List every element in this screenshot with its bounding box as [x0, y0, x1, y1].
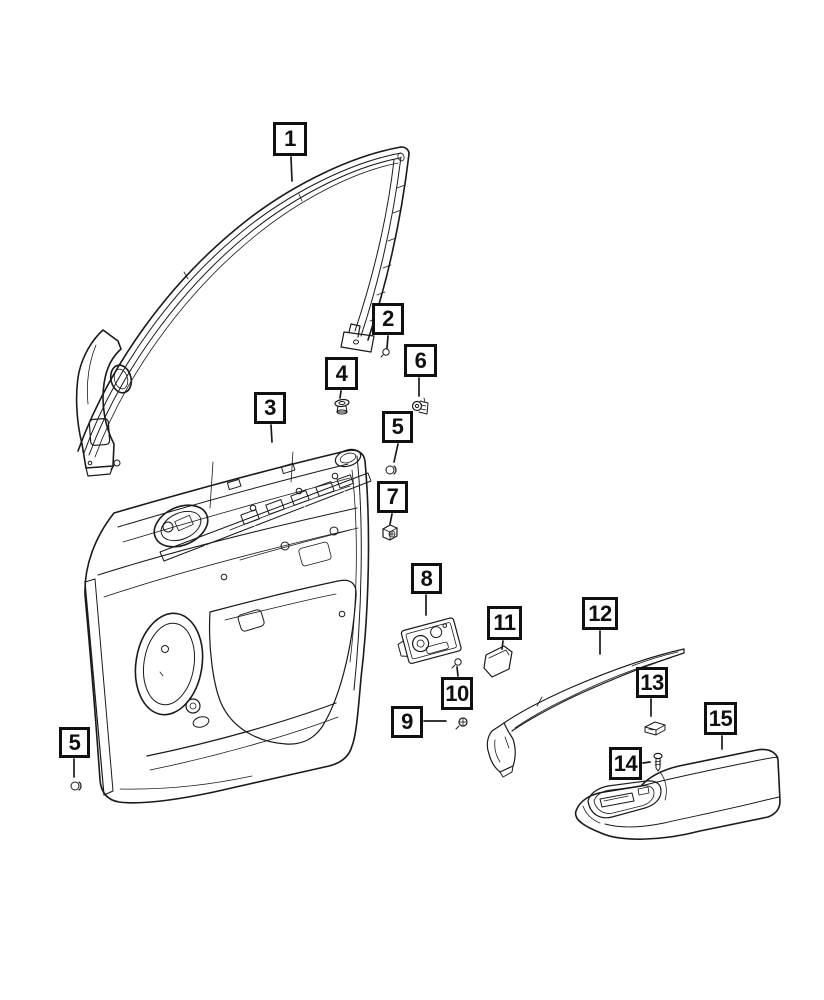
- callout-8-label: 8: [420, 565, 433, 591]
- callout-13-label: 13: [640, 669, 664, 695]
- callout-8[interactable]: 8: [411, 563, 442, 594]
- part-3-door-trim-panel-illustration: [84, 448, 372, 804]
- callout-2-label: 2: [382, 306, 394, 331]
- callout-1[interactable]: 1: [273, 122, 307, 156]
- part-6-clip-illustration: [411, 397, 429, 415]
- part-13-clip-illustration: [644, 721, 666, 736]
- part-10-screw-illustration: [451, 658, 462, 669]
- part-7-nut-illustration: [382, 524, 398, 541]
- callout-15[interactable]: 15: [704, 702, 737, 735]
- part-5-clip-lower-illustration: [70, 781, 82, 791]
- part-2-screw-illustration: [380, 348, 390, 358]
- callout-12[interactable]: 12: [582, 597, 618, 630]
- part-8-handle-bracket-illustration: [397, 617, 462, 665]
- callout-4[interactable]: 4: [325, 357, 358, 390]
- callout-14[interactable]: 14: [609, 747, 642, 780]
- callout-6-label: 6: [414, 347, 427, 373]
- part-4-push-pin-illustration: [334, 398, 350, 415]
- callout-13[interactable]: 13: [636, 667, 668, 698]
- callout-6[interactable]: 6: [404, 344, 437, 377]
- part-9-screw-illustration: [455, 717, 468, 730]
- callout-9-label: 9: [401, 709, 413, 734]
- callout-5-upper[interactable]: 5: [382, 411, 413, 443]
- callout-10-label: 10: [445, 680, 469, 706]
- callout-2[interactable]: 2: [372, 303, 404, 335]
- callout-3[interactable]: 3: [254, 392, 286, 424]
- part-12-pull-trim-illustration: [486, 648, 685, 778]
- callout-3-label: 3: [264, 395, 276, 420]
- leader-lines: [73, 156, 723, 778]
- callout-7-label: 7: [386, 484, 399, 509]
- callout-12-label: 12: [588, 600, 612, 626]
- callout-5-lower-label: 5: [68, 729, 81, 755]
- part-14-screw-illustration: [653, 752, 663, 772]
- callout-4-label: 4: [335, 360, 348, 386]
- callout-10[interactable]: 10: [441, 677, 473, 710]
- callout-1-label: 1: [284, 126, 296, 151]
- callout-5-lower[interactable]: 5: [59, 727, 90, 758]
- part-11-trim-cap-illustration: [483, 645, 513, 678]
- part-1-glass-run-weatherstrip-illustration: [75, 146, 410, 477]
- callout-5-upper-label: 5: [391, 414, 404, 439]
- part-15-armrest-illustration: [574, 748, 781, 840]
- callout-9[interactable]: 9: [391, 706, 423, 738]
- callout-7[interactable]: 7: [377, 481, 408, 513]
- callout-14-label: 14: [613, 750, 638, 776]
- callout-11[interactable]: 11: [487, 606, 522, 640]
- part-5-clip-upper-illustration: [385, 465, 397, 475]
- callout-11-label: 11: [493, 610, 516, 635]
- callout-15-label: 15: [708, 705, 733, 731]
